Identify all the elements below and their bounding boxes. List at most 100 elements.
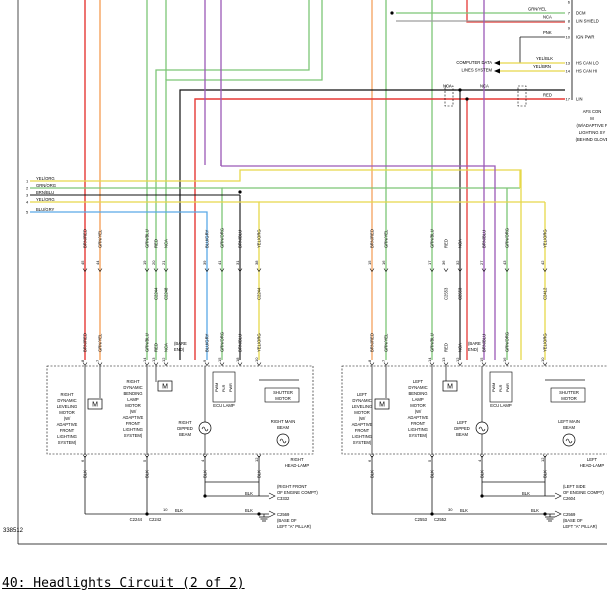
leveling-motor-label: DYNAMIC xyxy=(352,398,371,403)
dipped-beam-label: BEAM xyxy=(179,432,191,437)
page-title: 40: Headlights Circuit (2 of 2) xyxy=(2,576,245,591)
splice-dot xyxy=(203,494,207,498)
afs-module-description: AFS CON xyxy=(583,109,602,114)
input-wire-label: YEL/ORG xyxy=(36,176,55,181)
leveling-motor-glyph: M xyxy=(379,402,385,409)
wire-label: BLK xyxy=(460,508,468,513)
connector-pin-number: 5 xyxy=(427,459,432,462)
afs-pin-number: 17 xyxy=(566,97,571,102)
leveling-motor-label: DYNAMIC xyxy=(57,398,76,403)
afs-pin-label: LIN xyxy=(576,97,583,102)
ecu-lamp-box xyxy=(212,371,236,403)
connector-pin-number: 21 xyxy=(161,260,166,265)
leveling-motor-label: ADAPTIVE xyxy=(352,422,373,427)
wire-label: BRN/BLU xyxy=(238,230,243,248)
afs-module-description: (W/ADAPTIVE F xyxy=(577,123,607,128)
connector-pin xyxy=(82,362,88,367)
wire-label: YEL/ORG xyxy=(543,333,548,352)
connector-pin-number: 9 xyxy=(202,359,207,362)
ground-symbol xyxy=(259,514,269,522)
wire-label: GRN/YEL xyxy=(528,7,547,12)
bending-motor-label: RIGHT xyxy=(126,379,139,384)
bare-end-label: (BARE xyxy=(468,341,481,346)
connector-pin xyxy=(82,268,88,273)
main-beam-label: BEAM xyxy=(277,425,289,430)
wire-label: NCA xyxy=(443,84,452,89)
dipped-beam-label: DIPPED xyxy=(177,426,193,431)
connector-pin-number: 15 xyxy=(479,357,484,362)
afs-pin-label: IGN PWR xyxy=(576,35,594,40)
dipped-beam-lamp xyxy=(198,421,212,435)
connector-pin-number: 10 xyxy=(163,507,168,512)
connector-pin xyxy=(204,268,210,273)
bending-motor-label: DYNAMIC xyxy=(123,385,142,390)
connector-label: C2553 xyxy=(444,287,449,300)
dipped-beam-lamp-filament xyxy=(478,426,486,432)
connector-pin-number: 8 xyxy=(80,359,85,362)
connector-pin xyxy=(457,268,463,273)
headlamp-label: LEFT xyxy=(587,457,598,462)
connector-pin xyxy=(163,268,169,273)
input-pin-number: 3 xyxy=(26,193,29,198)
wire-label: BRN/RED xyxy=(370,333,375,352)
shutter-motor-label: MOTOR xyxy=(561,396,577,401)
bending-motor-label: (W/ xyxy=(130,409,137,414)
connector-pin xyxy=(163,362,169,367)
bending-motor-label: BENDING xyxy=(408,391,427,396)
connector-label: C2244 xyxy=(257,287,262,300)
connector-pin xyxy=(369,362,375,367)
connector-pin-number: 5 xyxy=(142,459,147,462)
wire-grn-yel-loop xyxy=(165,0,323,360)
right-headlamp-box xyxy=(46,365,314,455)
wire-label: BLK xyxy=(531,508,539,513)
bare-end-label: (BARE xyxy=(174,341,187,346)
bending-motor-label: LEFT xyxy=(413,379,424,384)
connector-pin-number: 10 xyxy=(540,357,545,362)
afs-pin-number: 10 xyxy=(566,35,571,40)
leveling-motor xyxy=(374,398,390,410)
component-layer xyxy=(17,0,607,545)
connector-pin xyxy=(144,454,150,459)
wire-grn-blu-loop xyxy=(155,0,310,360)
bending-motor-label: DYNAMIC xyxy=(408,385,427,390)
wire-label: NCA xyxy=(480,84,489,89)
connector-pin-number: 45 xyxy=(80,260,85,265)
connector-pin xyxy=(153,362,159,367)
ground-symbol xyxy=(545,514,555,522)
bending-motor-glyph: M xyxy=(162,384,168,391)
ground-location-label: LEFT "A" PILLAR) xyxy=(277,524,312,529)
main-beam-lamp xyxy=(562,433,576,447)
afs-pin-number: 9 xyxy=(568,26,571,31)
wire-label: NCA xyxy=(458,343,463,352)
connector-pin-number: 31 xyxy=(235,260,240,265)
wire-label: GRN/YEL xyxy=(98,333,103,352)
afs-pin-number: 13 xyxy=(566,61,571,66)
wire-label: BLK xyxy=(203,470,208,478)
main-beam-label: BEAM xyxy=(563,425,575,430)
connector-pin xyxy=(383,362,389,367)
main-beam-lamp-filament xyxy=(565,438,573,444)
ecu-pin-label: PWR xyxy=(229,383,233,392)
wire-label: BLK xyxy=(370,470,375,478)
leveling-motor-label: LEVELING xyxy=(352,404,372,409)
dipped-beam-lamp xyxy=(475,421,489,435)
wire-layer xyxy=(30,0,585,515)
connector-pin-number: 44 xyxy=(95,260,100,265)
splice-dot xyxy=(465,97,469,101)
splice-dot xyxy=(257,512,261,516)
leveling-motor-label: MOTOR xyxy=(59,410,75,415)
connector-label: C2552 xyxy=(434,517,447,522)
connector-pin xyxy=(554,492,562,500)
connector-pin xyxy=(542,362,548,367)
wire-label: RED xyxy=(444,343,449,352)
main-beam-label: RIGHT MAIN xyxy=(271,419,296,424)
connector-label: C2244 xyxy=(130,517,143,522)
connector-pin-number: 8 xyxy=(367,359,372,362)
connector-pin xyxy=(481,362,487,367)
splice-dot xyxy=(145,512,149,516)
ground-location-label: (BASE OF xyxy=(277,518,297,523)
connector-pin-number: 12 xyxy=(540,457,545,462)
connector-label: C2412 xyxy=(543,287,548,300)
afs-pin-number: 14 xyxy=(566,69,571,74)
